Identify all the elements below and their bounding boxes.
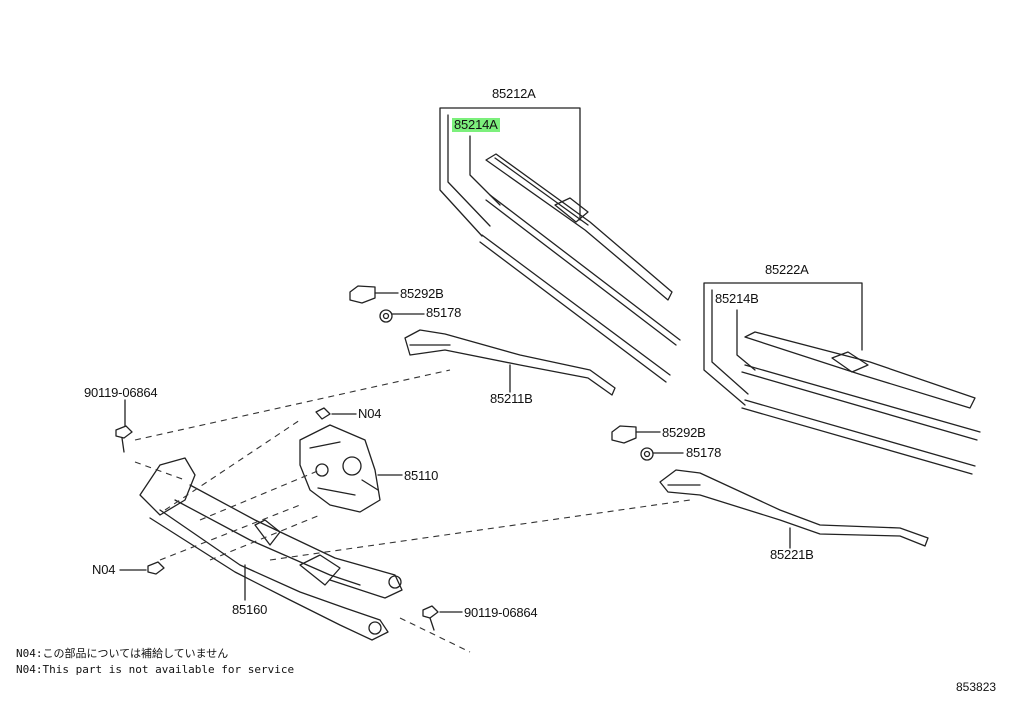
nut-right <box>640 447 654 461</box>
label-85110: 85110 <box>404 468 439 483</box>
leader-85214A <box>469 135 501 206</box>
wiper-linkage <box>139 457 403 641</box>
label-85221B: 85221B <box>770 547 814 562</box>
leader-85214B <box>736 309 756 371</box>
nut-n04-top <box>315 407 331 420</box>
label-90119-06864-bottom: 90119-06864 <box>464 605 538 620</box>
bracket-85214B <box>711 289 749 395</box>
bolt-lower-right <box>422 605 439 631</box>
cap-left <box>349 285 376 304</box>
label-85292B-right: 85292B <box>662 425 706 440</box>
label-90119-06864-top: 90119-06864 <box>84 385 158 400</box>
wiper-arm-right <box>659 469 929 547</box>
wiper-arm-left <box>404 329 616 396</box>
bolt-n04-left <box>147 561 165 575</box>
label-85214A: 85214A <box>452 117 500 132</box>
label-85214B: 85214B <box>715 291 759 306</box>
bolt-upper-left <box>115 425 133 453</box>
wiper-motor <box>299 424 381 513</box>
wiper-blade-right <box>741 331 981 475</box>
label-85178-left: 85178 <box>426 305 462 320</box>
label-85212A: 85212A <box>492 86 536 101</box>
label-N04-left: N04 <box>92 562 116 577</box>
wiper-blade-left <box>479 153 681 383</box>
label-85292B-left: 85292B <box>400 286 444 301</box>
nut-left <box>379 309 393 323</box>
note-en: N04:This part is not available for servi… <box>16 663 295 676</box>
bracket-85214A <box>447 114 491 227</box>
label-N04-top: N04 <box>358 406 382 421</box>
label-85160: 85160 <box>232 602 268 617</box>
label-85178-right: 85178 <box>686 445 722 460</box>
diagram-id: 853823 <box>956 680 997 694</box>
cap-right <box>611 425 637 444</box>
bracket-85212A <box>439 107 581 237</box>
bracket-85222A <box>703 282 863 406</box>
label-85211B: 85211B <box>490 391 533 406</box>
note-jp: N04:この部品については補給していません <box>16 647 229 660</box>
label-85222A: 85222A <box>765 262 809 277</box>
